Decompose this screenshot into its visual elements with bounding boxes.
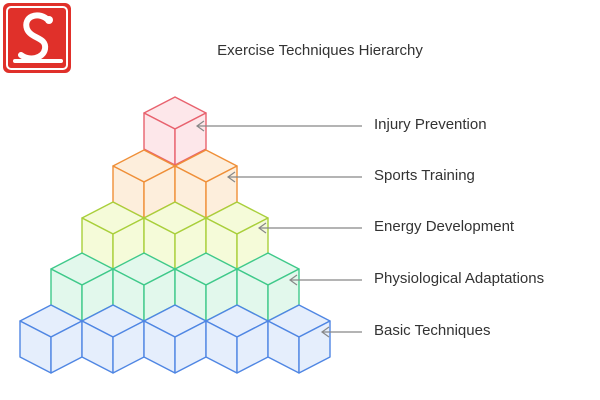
cube <box>267 304 331 374</box>
diagram-title: Exercise Techniques Hierarchy <box>217 42 423 59</box>
cube <box>50 252 114 322</box>
level-label: Energy Development <box>374 218 515 235</box>
level-label: Basic Techniques <box>374 322 491 339</box>
cube <box>112 149 176 219</box>
arrow-left-icon <box>288 274 362 286</box>
arrow-left-icon <box>226 171 362 183</box>
cube <box>112 252 176 322</box>
cube <box>174 252 238 322</box>
cube <box>143 96 207 166</box>
arrow-left-icon <box>257 222 362 234</box>
cube <box>236 252 300 322</box>
cube <box>143 304 207 374</box>
pyramid-level-4 <box>50 252 300 322</box>
pyramid-level-3 <box>81 201 269 271</box>
cube <box>19 304 83 374</box>
arrow-left-icon <box>195 120 362 132</box>
level-label: Injury Prevention <box>374 116 487 133</box>
cube <box>205 304 269 374</box>
level-label: Sports Training <box>374 167 475 184</box>
level-label: Physiological Adaptations <box>374 270 545 287</box>
pyramid-level-1 <box>143 96 207 166</box>
cube <box>174 149 238 219</box>
arrow-left-icon <box>320 326 362 338</box>
cube <box>81 304 145 374</box>
swan-logo-icon <box>3 3 71 73</box>
pyramid-level-2 <box>112 149 238 219</box>
pyramid-level-5 <box>19 304 331 374</box>
